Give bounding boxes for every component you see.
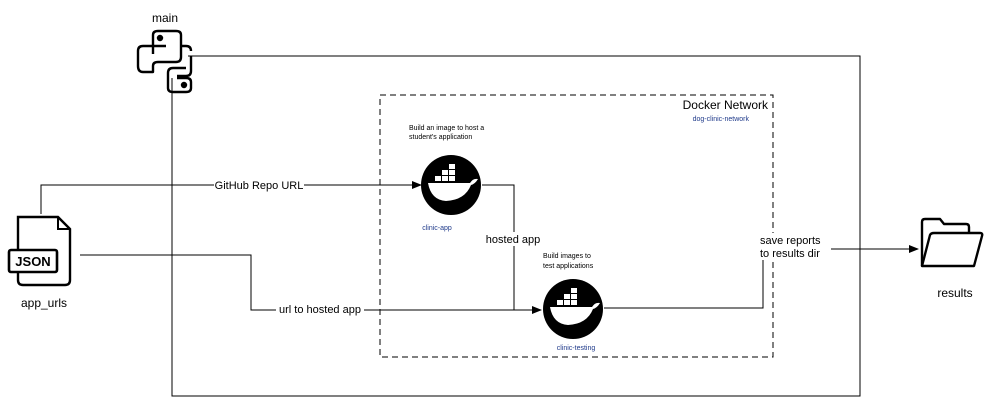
clinic-testing-description-1: Build images to bbox=[543, 253, 591, 260]
json-icon-text: JSON bbox=[15, 254, 50, 269]
edge-label-save-reports-2: to results dir bbox=[760, 248, 820, 260]
clinic-app-name: clinic-app bbox=[422, 225, 452, 232]
edge-save-reports bbox=[604, 245, 919, 309]
clinic-app-description-2: student's application bbox=[409, 134, 472, 141]
edge-hosted-app bbox=[482, 184, 515, 310]
folder-icon bbox=[920, 217, 984, 268]
main-boundary bbox=[171, 55, 861, 397]
edge-label-github-repo-url: GitHub Repo URL bbox=[215, 180, 304, 192]
edge-label-url-to-hosted-app: url to hosted app bbox=[279, 304, 361, 316]
python-logo-icon bbox=[136, 29, 193, 94]
edge-label-save-reports-1: save reports bbox=[760, 235, 821, 247]
json-file-label: app_urls bbox=[21, 296, 67, 310]
clinic-app-docker-icon bbox=[421, 155, 481, 215]
clinic-testing-docker-icon bbox=[543, 279, 603, 339]
clinic-testing-description-2: test applications bbox=[543, 263, 594, 270]
edge-url-to-hosted-app bbox=[80, 254, 542, 314]
results-folder-label: results bbox=[937, 286, 972, 300]
json-file-icon: JSON bbox=[7, 215, 72, 287]
edge-label-hosted-app: hosted app bbox=[486, 234, 540, 246]
docker-network-title: Docker Network bbox=[683, 98, 769, 112]
clinic-app-description-1: Build an image to host a bbox=[409, 125, 484, 132]
main-label: main bbox=[152, 11, 178, 25]
docker-network-box bbox=[379, 94, 774, 358]
clinic-testing-name: clinic-testing bbox=[557, 345, 596, 352]
docker-network-name: dog-clinic-network bbox=[693, 116, 750, 123]
